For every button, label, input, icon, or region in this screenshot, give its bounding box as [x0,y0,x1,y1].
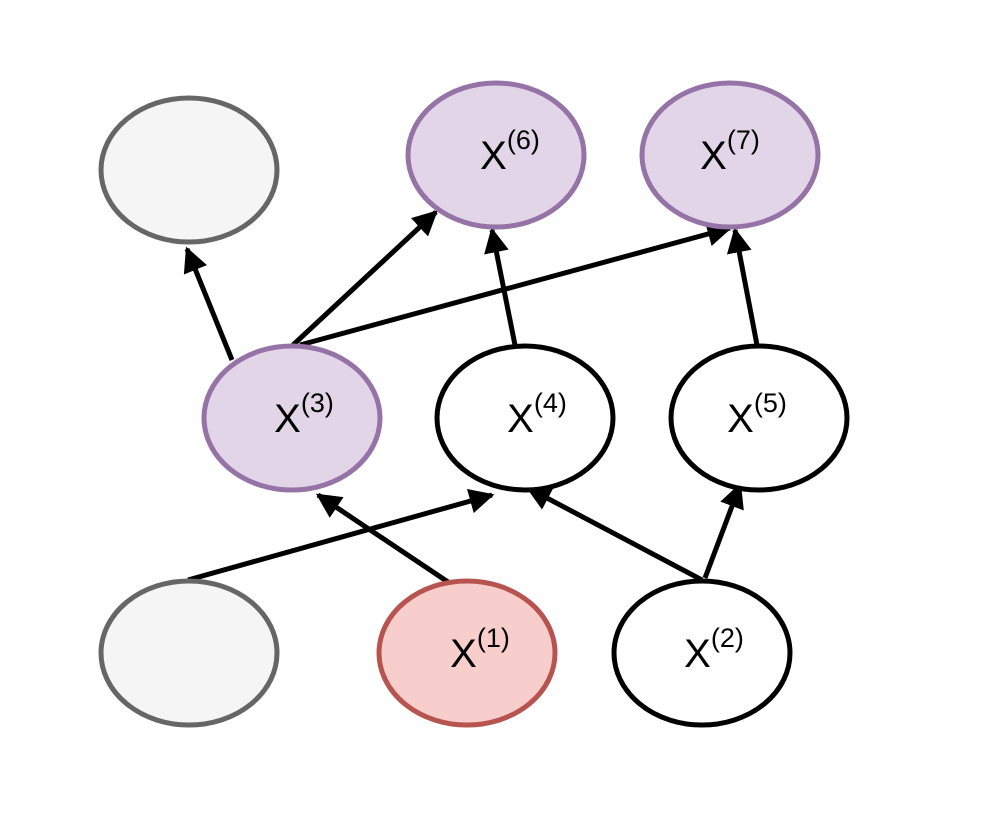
node-label: X(5) [727,388,787,441]
edge-x1-to-x3 [315,492,450,585]
node-x3: X(3) [201,343,383,493]
edge-x3-to-x6 [291,210,438,347]
node-x1: X(1) [376,578,558,728]
edge-x3-to-unlabeled-top [183,246,235,361]
node-x5: X(5) [668,343,850,493]
node-label: X(7) [700,125,760,178]
edges-group [183,210,760,585]
node-shape [639,80,821,230]
node-shape [98,95,280,245]
edge-unlabeled-bottom-to-x4 [187,489,495,583]
node-shape [201,343,383,493]
edge-x3-to-x7 [299,221,733,348]
node-shape [434,343,616,493]
node-shape [668,343,850,493]
node-shape [405,80,587,230]
edge-x2-to-x4 [525,485,704,583]
node-shape [376,578,558,728]
node-x2: X(2) [611,578,793,728]
node-label: X(4) [507,388,567,441]
node-label: X(6) [480,125,540,178]
node-unlabeled-bottom [98,578,280,728]
node-label: X(1) [450,623,510,676]
node-unlabeled-top [98,95,280,245]
node-x7: X(7) [639,80,821,230]
node-label: X(3) [274,388,334,441]
node-x6: X(6) [405,80,587,230]
edge-x4-to-x6 [484,227,518,346]
edge-x5-to-x7 [726,227,760,346]
node-x4: X(4) [434,343,616,493]
node-shape [98,578,280,728]
node-shape [611,578,793,728]
edge-x2-to-x5 [702,482,744,579]
node-label: X(2) [684,623,744,676]
nodes-group: X(6) X(7) X(3) X(4) X(5) [98,80,850,728]
